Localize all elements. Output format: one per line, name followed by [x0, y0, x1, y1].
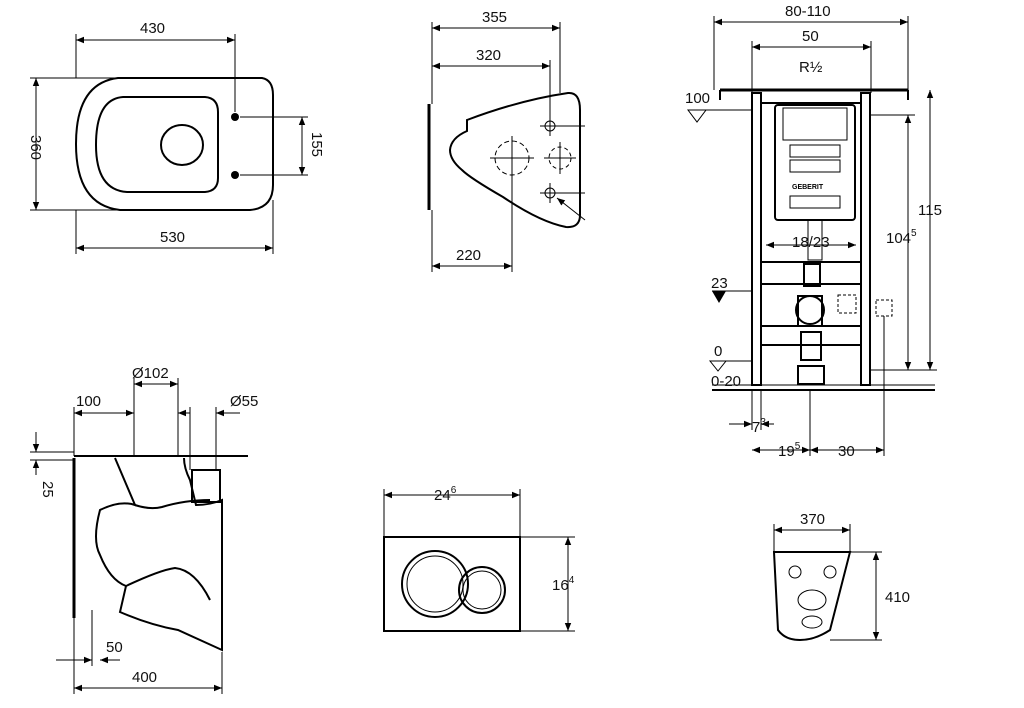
- dim-7: 7: [752, 419, 760, 436]
- svg-text:1045: 1045: [886, 228, 917, 247]
- bowl-outline-top: [74, 77, 274, 211]
- bowl-section: [95, 457, 223, 652]
- brand-label: GEBERIT: [792, 184, 824, 191]
- dim-plate-height-sup: 4: [569, 575, 575, 586]
- svg-text:246: 246: [434, 485, 457, 504]
- dim-top-width: 430: [140, 20, 165, 37]
- dim-top-gap: 25: [39, 481, 56, 498]
- dim-19: 19: [778, 443, 795, 460]
- svg-text:164: 164: [552, 575, 575, 594]
- level-range: 0-20: [711, 373, 741, 390]
- flush-button-small: [458, 566, 506, 614]
- dim-19-sup: 5: [795, 441, 801, 452]
- flush-button-large: [401, 550, 469, 618]
- mounting-template-view: 370 410: [772, 511, 910, 642]
- flush-plate-view: 246 164: [383, 485, 575, 632]
- level-100: 100: [685, 90, 710, 107]
- dim-inlet-spacing: 18/23: [792, 234, 830, 251]
- bowl-profile-side: [448, 91, 581, 229]
- dim-top-length: 530: [160, 229, 185, 246]
- bowl-drain-top: [160, 124, 204, 166]
- dim-plate-width: 24: [434, 487, 451, 504]
- dim-section-depth: 400: [132, 669, 157, 686]
- svg-text:195: 195: [778, 441, 801, 460]
- dim-frame-top: 50: [802, 28, 819, 45]
- bolt-hole-lower: [231, 171, 239, 179]
- dim-template-height: 410: [885, 589, 910, 606]
- top-view: 430 360 155 530: [27, 20, 325, 254]
- dim-inlet-diameter: Ø55: [230, 393, 258, 410]
- dim-template-width: 370: [800, 511, 825, 528]
- dim-bottom-offset: 50: [106, 639, 123, 656]
- dim-side-total: 355: [482, 9, 507, 26]
- bolt-hole-upper: [231, 113, 239, 121]
- dim-outlet-diameter: Ø102: [132, 365, 169, 382]
- outlet-pipe: [795, 295, 825, 325]
- frame-view: GEBERIT: [685, 3, 942, 460]
- dim-side-bolts: 320: [476, 47, 501, 64]
- dim-30: 30: [838, 443, 855, 460]
- cistern: [774, 104, 856, 221]
- svg-text:73: 73: [752, 417, 766, 436]
- dim-side-outlet: 220: [456, 247, 481, 264]
- dim-offset: 100: [76, 393, 101, 410]
- level-23: 23: [711, 275, 728, 292]
- section-view: Ø102 100 Ø55 25 50 400: [30, 365, 258, 694]
- bowl-inner-top: [94, 96, 219, 193]
- dim-top-depth: 360: [27, 135, 44, 160]
- dim-plate-height: 16: [552, 577, 569, 594]
- side-view: 355 320 220: [427, 9, 586, 272]
- dim-adjust-range: 80-110: [785, 3, 831, 20]
- dim-height-main-sup: 5: [911, 228, 917, 239]
- dim-plate-width-sup: 6: [451, 485, 457, 496]
- dim-height-main: 104: [886, 230, 911, 247]
- dim-7-sup: 3: [760, 417, 766, 428]
- dim-bolt-spacing: 155: [308, 132, 325, 157]
- level-0: 0: [714, 343, 722, 360]
- label-inlet: R½: [799, 59, 823, 76]
- mounting-template: [772, 551, 852, 642]
- flush-plate: [383, 536, 521, 632]
- dim-height-total: 115: [918, 202, 942, 219]
